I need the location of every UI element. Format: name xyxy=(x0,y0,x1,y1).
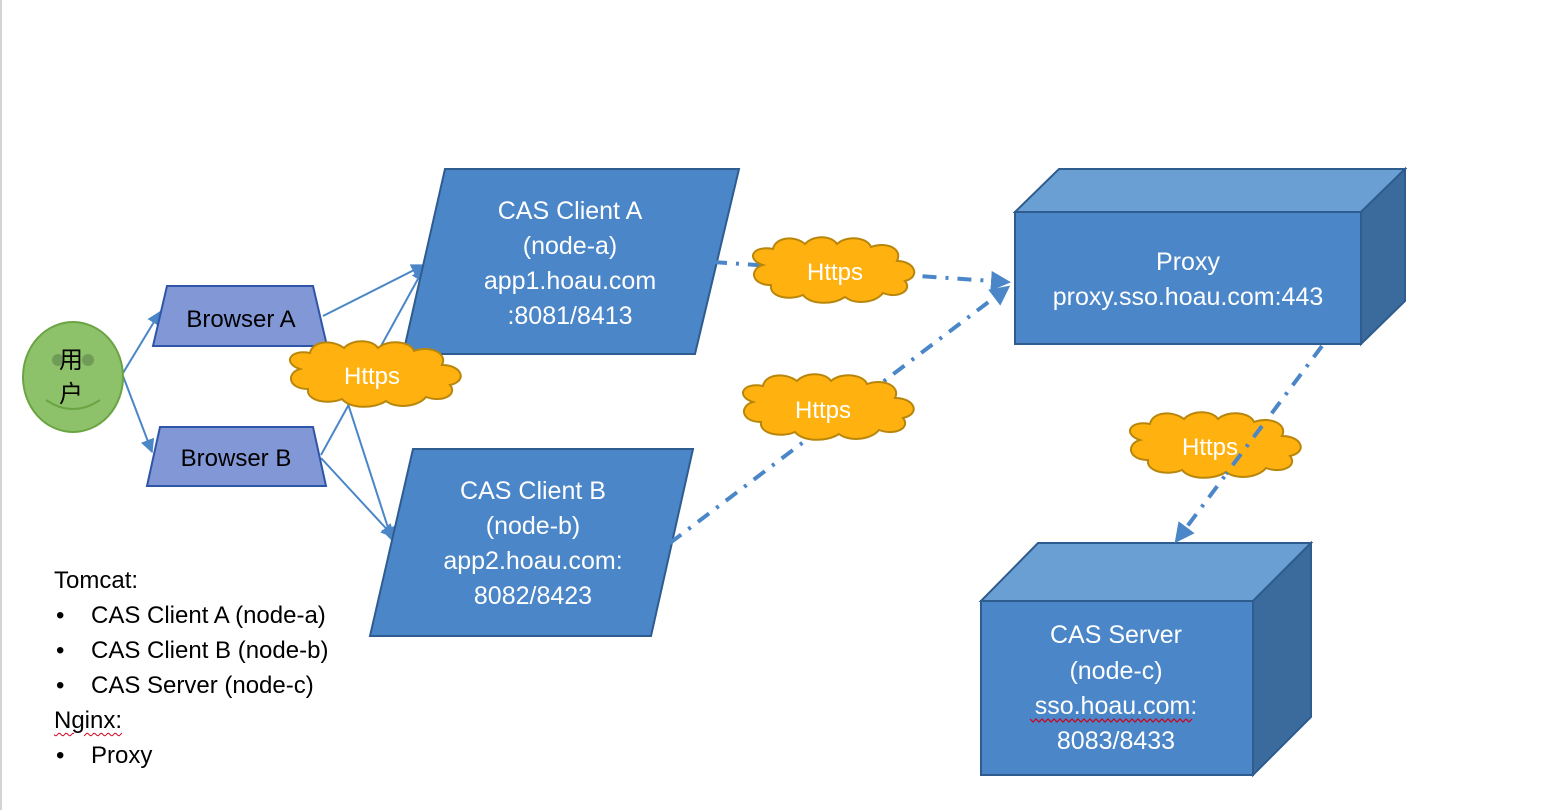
user-right-eye xyxy=(82,354,94,366)
https-cloud-2: Https xyxy=(289,340,462,408)
proxy-line2: proxy.sso.hoau.com:443 xyxy=(1053,283,1324,311)
legend: Tomcat: • CAS Client A (node-a) • CAS Cl… xyxy=(54,563,328,773)
browser-b[interactable]: Browser B xyxy=(145,426,328,487)
legend-item-text: CAS Server (node-c) xyxy=(91,672,314,699)
user-label-line1: 用 xyxy=(59,346,83,374)
cas-client-a-line1: CAS Client A xyxy=(498,197,643,225)
cloud-3-label: Https xyxy=(795,397,851,424)
cloud-1-label: Https xyxy=(807,259,863,286)
cas-server-line1: CAS Server xyxy=(1050,621,1182,649)
cas-client-b[interactable]: CAS Client B (node-b) app2.hoau.com: 808… xyxy=(368,448,695,637)
edge-proxy-server-overlay xyxy=(1224,424,1264,476)
edge-user-browser-b xyxy=(122,375,155,454)
bullet-icon: • xyxy=(56,672,65,699)
cas-client-a-line4: :8081/8413 xyxy=(507,302,632,330)
spellcheck-squiggle-sso xyxy=(1029,718,1193,723)
legend-nginx-heading: Nginx: xyxy=(54,703,328,738)
https-cloud-1: Https xyxy=(752,236,916,304)
user-node: 用 户 xyxy=(22,321,124,433)
bullet-icon: • xyxy=(56,637,65,664)
legend-item: • CAS Client B (node-b) xyxy=(54,633,328,668)
cas-server-front-face xyxy=(980,600,1254,776)
solid-connectors xyxy=(122,264,426,542)
cloud-shape xyxy=(742,373,915,441)
user-smile xyxy=(45,399,101,410)
user-circle xyxy=(22,321,124,433)
browser-b-shape xyxy=(145,426,328,487)
cas-client-a-line3: app1.hoau.com xyxy=(484,267,656,295)
cas-server-line3: sso.hoau.com: xyxy=(1035,692,1198,720)
edge-proxy-server xyxy=(1174,344,1324,544)
edge-browser-b-client-b xyxy=(320,457,395,539)
browser-b-label: Browser B xyxy=(181,445,292,472)
cloud-2-label: Https xyxy=(344,363,400,390)
edge-browser-a-client-a xyxy=(322,264,426,317)
cas-server-line4: 8083/8433 xyxy=(1057,727,1175,755)
legend-item-text: Proxy xyxy=(91,742,153,769)
browser-a[interactable]: Browser A xyxy=(151,285,329,347)
legend-item: • CAS Client A (node-a) xyxy=(54,598,328,633)
cas-client-b-line3: app2.hoau.com: xyxy=(443,547,622,575)
proxy-front-face xyxy=(1014,211,1362,345)
legend-nginx-heading-text: Nginx: xyxy=(54,707,123,734)
cloud-shape xyxy=(289,340,462,408)
cas-client-b-line1: CAS Client B xyxy=(460,477,606,505)
browser-a-label: Browser A xyxy=(186,306,295,333)
edge-user-browser-a xyxy=(122,310,161,374)
legend-tomcat-heading: Tomcat: xyxy=(54,567,139,594)
legend-item: • Proxy xyxy=(54,738,328,773)
https-cloud-3: Https xyxy=(742,373,915,441)
proxy-node[interactable]: Proxy proxy.sso.hoau.com:443 xyxy=(1012,166,1408,347)
cas-server-line2: (node-c) xyxy=(1069,657,1162,685)
cas-client-a[interactable]: CAS Client A (node-a) app1.hoau.com :808… xyxy=(401,168,741,355)
legend-item: • CAS Server (node-c) xyxy=(54,668,328,703)
bullet-icon: • xyxy=(56,742,65,769)
user-left-eye xyxy=(52,354,64,366)
page-left-border xyxy=(0,0,2,810)
cloud-shape xyxy=(752,236,916,304)
https-cloud-4: Https xyxy=(1129,411,1302,479)
proxy-line1: Proxy xyxy=(1156,248,1220,276)
bullet-icon: • xyxy=(56,602,65,629)
cas-client-b-line4: 8082/8423 xyxy=(474,582,592,610)
cloud-4-label: Https xyxy=(1182,434,1238,461)
legend-item-text: CAS Client A (node-a) xyxy=(91,602,326,629)
legend-item-text: CAS Client B (node-b) xyxy=(91,637,329,664)
cas-client-b-line2: (node-b) xyxy=(486,512,581,540)
cas-client-b-shape xyxy=(368,448,695,637)
cas-client-a-line2: (node-a) xyxy=(523,232,618,260)
user-label-line2: 户 xyxy=(59,380,83,408)
cas-client-a-shape xyxy=(401,168,741,355)
proxy-top-face xyxy=(1012,168,1408,213)
cas-server-node[interactable]: CAS Server (node-c) sso.hoau.com: 8083/8… xyxy=(978,540,1314,778)
